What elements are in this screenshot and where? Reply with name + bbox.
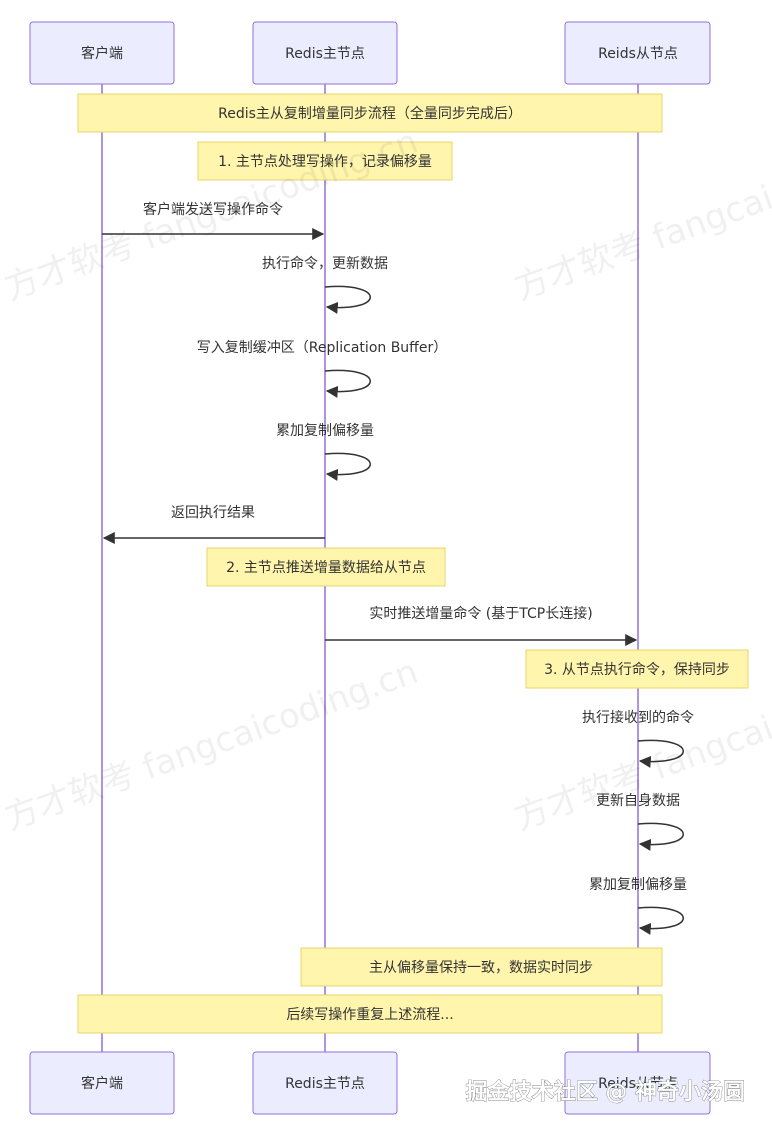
note-step2: 2. 主节点推送增量数据给从节点 — [206, 547, 446, 587]
actor-client-bottom-label: 客户端 — [81, 1075, 123, 1092]
message-slave-self-3: 累加复制偏移量 — [589, 876, 687, 935]
actor-client-bottom: 客户端 — [29, 1051, 175, 1115]
message-3-loop — [324, 369, 371, 398]
actor-client-top-label: 客户端 — [81, 45, 123, 62]
message-client-to-master: 客户端发送写操作命令 — [102, 201, 325, 240]
note-consistent: 主从偏移量保持一致，数据实时同步 — [300, 947, 663, 987]
message-slave-self-2: 更新自身数据 — [596, 793, 684, 851]
note-step3: 3. 从节点执行命令，保持同步 — [525, 649, 749, 689]
message-master-self-2: 写入复制缓冲区（Replication Buffer） — [197, 339, 447, 398]
actor-master-top: Redis主节点 — [252, 21, 398, 85]
message-5-label: 返回执行结果 — [171, 505, 255, 521]
message-master-to-slave: 实时推送增量命令 (基于TCP长连接) — [325, 605, 638, 646]
actor-master-bottom-label: Redis主节点 — [285, 1076, 365, 1092]
site-watermark-3: 方才软考 fangcaicoding.cn — [0, 652, 423, 839]
actor-master-top-label: Redis主节点 — [285, 46, 365, 62]
message-2-loop — [324, 285, 371, 314]
message-master-to-client: 返回执行结果 — [102, 505, 325, 544]
note-step2-text: 2. 主节点推送增量数据给从节点 — [226, 560, 426, 576]
message-slave-self-1: 执行接收到的命令 — [582, 709, 694, 768]
actor-slave-top: Reids从节点 — [564, 21, 711, 85]
message-1-label: 客户端发送写操作命令 — [143, 201, 283, 218]
actor-master-bottom: Redis主节点 — [252, 1051, 398, 1115]
message-master-self-1: 执行命令，更新数据 — [262, 255, 388, 314]
note-repeat: 后续写操作重复上述流程... — [77, 994, 663, 1034]
note-step1: 1. 主节点处理写操作，记录偏移量 — [197, 141, 453, 181]
note-repeat-text: 后续写操作重复上述流程... — [286, 1006, 453, 1023]
note-title: Redis主从复制增量同步流程（全量同步完成后） — [77, 93, 663, 133]
site-watermark-2: 方才软考 fangcaicoding.cn — [509, 122, 772, 309]
actor-client-top: 客户端 — [29, 21, 175, 85]
message-master-self-3: 累加复制偏移量 — [276, 422, 374, 481]
message-3-label: 写入复制缓冲区（Replication Buffer） — [197, 339, 447, 356]
note-step3-text: 3. 从节点执行命令，保持同步 — [544, 661, 730, 678]
note-title-text: Redis主从复制增量同步流程（全量同步完成后） — [218, 105, 522, 122]
message-8-loop — [637, 822, 684, 851]
message-9-label: 累加复制偏移量 — [589, 876, 687, 893]
actor-slave-bottom-label: Reids从节点 — [598, 1076, 678, 1092]
message-9-loop — [637, 906, 684, 935]
actor-slave-top-label: Reids从节点 — [598, 46, 678, 62]
message-4-loop — [324, 452, 371, 481]
message-4-label: 累加复制偏移量 — [276, 422, 374, 439]
message-8-label: 更新自身数据 — [596, 793, 680, 809]
note-consistent-text: 主从偏移量保持一致，数据实时同步 — [369, 960, 593, 976]
message-7-loop — [637, 739, 684, 768]
actor-slave-bottom: Reids从节点 — [564, 1051, 711, 1115]
brand-watermark: 掘金技术社区 @ 神奇小汤圆 — [466, 1079, 745, 1105]
message-6-label: 实时推送增量命令 (基于TCP长连接) — [369, 605, 592, 622]
message-2-label: 执行命令，更新数据 — [262, 255, 388, 272]
note-step1-text: 1. 主节点处理写操作，记录偏移量 — [218, 154, 432, 170]
message-7-label: 执行接收到的命令 — [582, 709, 694, 726]
